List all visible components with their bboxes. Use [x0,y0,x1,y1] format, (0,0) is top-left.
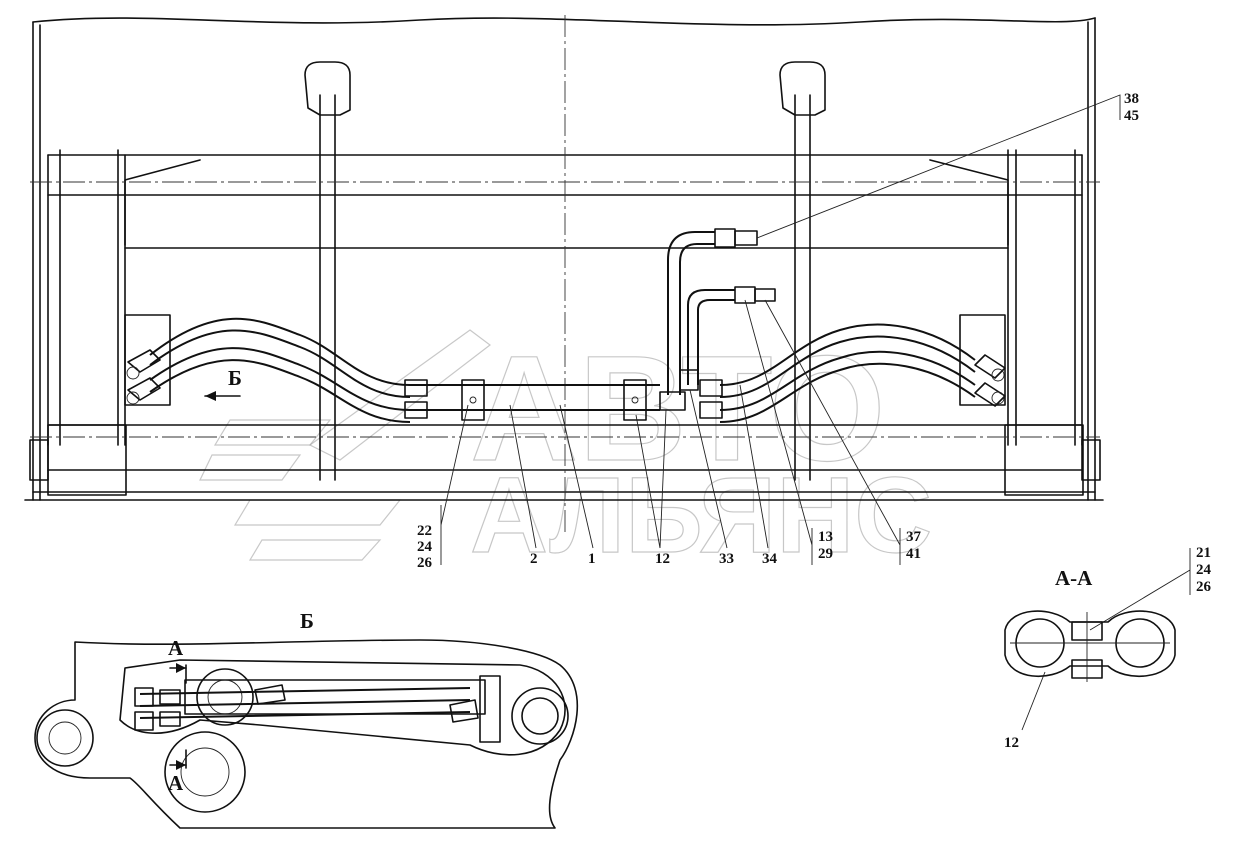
section-a-bottom-label: А [168,771,184,795]
callout-24-section: 24 [1196,562,1212,578]
callout-12-section: 12 [1004,735,1019,751]
view-b-arrow-label: Б [228,366,242,390]
callout-21: 21 [1196,545,1211,561]
view-b-detail: Б А А [34,609,579,829]
callout-26: 26 [417,555,433,571]
watermark-line2: АЛЬЯНС [470,454,932,575]
bucket-frame [24,15,1104,535]
watermark: АВТО АЛЬЯНС [199,323,933,576]
callout-29: 29 [818,546,833,562]
view-b-arrow: Б [204,366,242,401]
callout-41: 41 [906,546,921,562]
hydraulic-hoses [126,228,1006,423]
callout-labels: 38 45 22 24 26 2 1 12 33 34 13 29 37 41 … [417,91,1212,751]
callout-12: 12 [655,551,670,567]
callout-22: 22 [417,523,432,539]
callout-38: 38 [1124,91,1139,107]
watermark-logo-icon [199,329,491,561]
callout-26-section: 26 [1196,579,1212,595]
callout-leaders [440,94,1191,731]
callout-45: 45 [1124,108,1139,124]
callout-37: 37 [906,529,922,545]
callout-2: 2 [530,551,538,567]
callout-1: 1 [588,551,596,567]
callout-34: 34 [762,551,778,567]
section-a-a: А-А [1004,566,1176,682]
callout-24: 24 [417,539,433,555]
callout-13: 13 [818,529,833,545]
view-b-title: Б [300,609,314,633]
section-a-a-title: А-А [1055,566,1093,590]
callout-33: 33 [719,551,734,567]
section-a-top-label: А [168,636,184,660]
